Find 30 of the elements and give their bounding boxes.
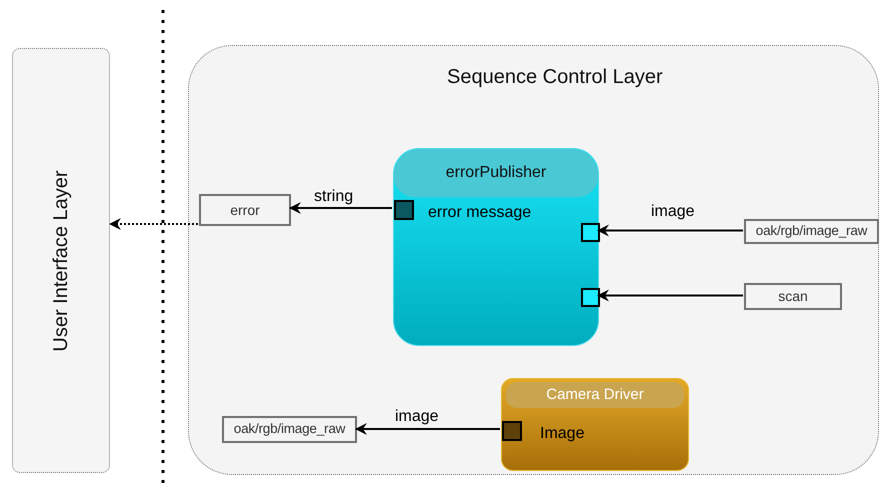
port-square [394,200,414,220]
topic-box [199,194,291,226]
port-square [581,288,600,307]
topic-name: oak/rgb/image_raw [234,420,346,438]
port-square [581,223,600,242]
node-header: errorPublisher [394,149,598,197]
layer-title: Sequence Control Layer [447,65,663,90]
topic-name: oak/rgb/image_raw [756,222,868,240]
layer-panel [188,45,879,475]
arrow [597,224,743,236]
node-box [501,378,689,471]
edge-label: image [650,203,696,221]
node-header: Camera Driver [506,382,684,408]
port-square [502,421,522,441]
layer-title: User Interface Layer [49,170,73,352]
topic-name: error [230,200,260,220]
arrow [289,202,392,214]
topic-box [744,219,879,244]
port-label: Image [540,424,584,444]
edge-label: string [313,188,354,206]
arrow [109,218,198,230]
layer-panel [12,48,110,473]
topic-box [744,283,842,310]
arrow [355,423,500,435]
port-label: error message [428,203,532,223]
topic-name: scan [778,287,808,306]
arrow [597,290,743,302]
edge-label: image [394,408,440,426]
topic-box [222,416,357,443]
node-box [393,148,599,346]
